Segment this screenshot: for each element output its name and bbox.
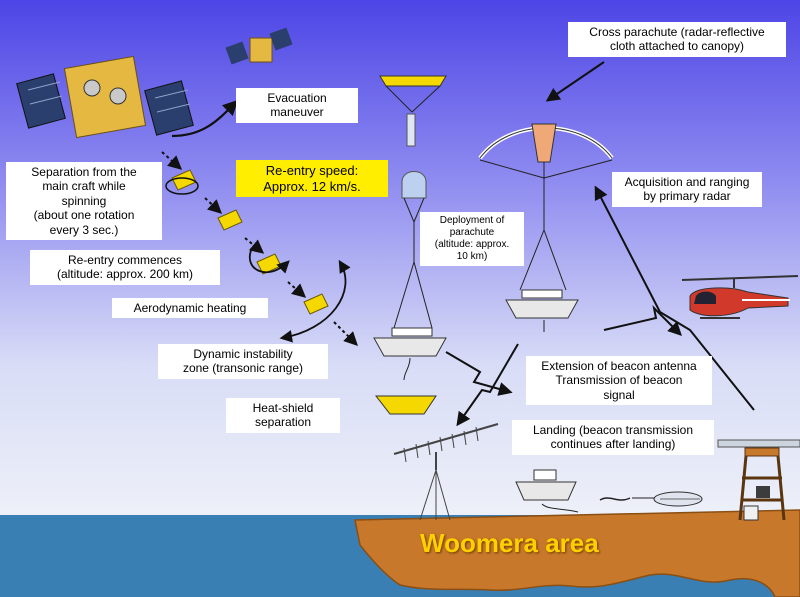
label-line: (altitude: approx.: [434, 239, 510, 250]
label-line: Heat-shield: [252, 401, 314, 415]
satellite-small-icon: [225, 27, 293, 65]
pointer-arrow: [545, 61, 605, 102]
radar-arrow: [594, 185, 755, 411]
trajectory-arrow: [244, 237, 265, 254]
capsule-icon: [165, 169, 199, 195]
acquisition-label: Acquisition and ranging by primary radar: [612, 172, 762, 207]
label-line: (about one rotation: [33, 208, 135, 223]
label-line: Separation from the: [31, 165, 137, 179]
antenna-icon: [393, 423, 499, 521]
label-line: every 3 sec.): [49, 222, 119, 237]
label-line: zone (transonic range): [182, 361, 304, 376]
label-line: parachute: [449, 227, 495, 238]
label-line: continues after landing): [550, 437, 676, 452]
deployment-label: Deployment of parachute (altitude: appro…: [420, 212, 524, 266]
parachute-icon: [373, 171, 447, 381]
signal-arrow: [456, 343, 519, 427]
parachute-icon: [379, 75, 447, 147]
landing-label: Landing (beacon transmission continues a…: [512, 420, 714, 455]
label-line: Aerodynamic heating: [133, 301, 247, 315]
rover-icon: [599, 491, 703, 507]
woomera-landmass: [354, 509, 800, 597]
label-line: Re-entry speed:: [265, 163, 359, 178]
label-line: cloth attached to canopy): [609, 39, 745, 54]
label-line: spinning: [61, 193, 107, 208]
label-line: Landing (beacon transmission: [532, 423, 694, 437]
label-line: Dynamic instability: [193, 347, 293, 361]
parachute-icon: [478, 123, 614, 332]
label-line: Cross parachute (radar-reflective: [589, 25, 765, 39]
heat-shield-label: Heat-shield separation: [226, 398, 340, 433]
label-line: main craft while: [42, 179, 126, 194]
separation-label: Separation from the main craft while spi…: [6, 162, 162, 240]
label-line: Approx. 12 km/s.: [263, 178, 361, 194]
region-label: Woomera area: [420, 528, 599, 558]
label-line: Deployment of: [439, 215, 505, 226]
label-line: by primary radar: [643, 189, 731, 204]
aero-heating-label: Aerodynamic heating: [112, 298, 268, 319]
satellite-icon: [16, 55, 194, 139]
label-line: Acquisition and ranging: [624, 175, 750, 189]
label-line: Extension of beacon antenna: [541, 359, 697, 373]
instability-arrow: [279, 259, 351, 343]
trajectory-arrow: [333, 321, 358, 346]
beacon-label: Extension of beacon antenna Transmission…: [526, 356, 712, 406]
evacuation-arrow: [171, 99, 239, 138]
reentry-speed-label: Re-entry speed: Approx. 12 km/s.: [236, 160, 388, 198]
label-line: Transmission of beacon: [555, 373, 683, 388]
label-line: Evacuation: [267, 91, 327, 105]
label-line: 10 km): [456, 251, 488, 262]
label-line: separation: [254, 415, 312, 430]
reentry-commences-label: Re-entry commences (altitude: approx. 20…: [30, 250, 220, 285]
landed-capsule-icon: [515, 469, 579, 513]
label-line: signal: [603, 387, 635, 402]
label-line: (altitude: approx. 200 km): [56, 267, 194, 282]
label-line: Re-entry commences: [67, 253, 183, 267]
capsule-icon: [217, 209, 243, 231]
trajectory-arrow: [161, 151, 183, 170]
radar-tower-icon: [717, 439, 800, 521]
label-line: maneuver: [270, 105, 324, 120]
evacuation-label: Evacuation maneuver: [236, 88, 358, 123]
instability-label: Dynamic instability zone (transonic rang…: [158, 344, 328, 379]
helicopter-icon: [681, 275, 799, 319]
signal-arrow: [603, 304, 682, 336]
heat-shield-icon: [374, 395, 437, 415]
cross-parachute-label: Cross parachute (radar-reflective cloth …: [568, 22, 786, 57]
